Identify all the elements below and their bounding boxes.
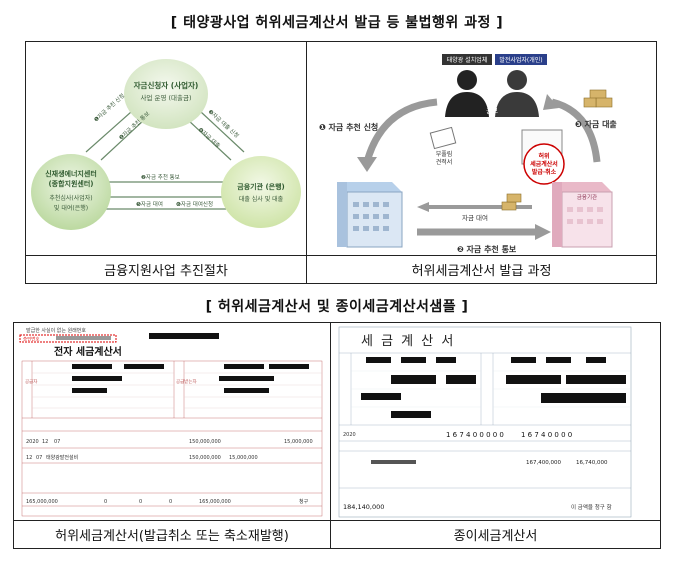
arrow-label-3: ❸자금 대출 신청 bbox=[207, 108, 241, 140]
left-node-line1: 신재생에너지센터 bbox=[45, 169, 97, 178]
svg-text:165,000,000: 165,000,000 bbox=[199, 499, 231, 505]
invoice-top-note: 발급한 사실이 없는 원래번호 bbox=[26, 327, 86, 334]
svg-text:공급받는자: 공급받는자 bbox=[176, 378, 198, 385]
paper-invoice-sample: 세 금 계 산 서 2020 1 6 7 4 0 0 0 0 0 1 6 7 bbox=[338, 326, 632, 518]
svg-text:태양광발전설비: 태양광발전설비 bbox=[46, 454, 78, 461]
arrow-label-4: ❹자금 대출 bbox=[197, 126, 222, 150]
label-generator bbox=[495, 54, 547, 65]
financial-support-flow-diagram: 자금신청자 (사업자) 사업 운영 (대출금) 신재생에너지센터 (종합지원센터… bbox=[31, 59, 301, 230]
person-icon-left bbox=[445, 70, 489, 117]
svg-text:150,000,000: 150,000,000 bbox=[189, 455, 221, 461]
svg-text:165,000,000: 165,000,000 bbox=[26, 499, 58, 505]
step2-label: ❷ 자금 추천 통보 bbox=[457, 244, 517, 254]
right-node-sub: 대출 심사 및 대출 bbox=[239, 195, 284, 203]
top-node-sub: 사업 운영 (대출금) bbox=[140, 93, 191, 102]
conspiracy-label: 공모 bbox=[486, 107, 498, 115]
paper-invoice-total: 184,140,000 bbox=[343, 503, 384, 511]
svg-text:15,000,000: 15,000,000 bbox=[229, 455, 258, 461]
svg-text:발급·취소: 발급·취소 bbox=[532, 168, 557, 176]
paper-invoice-caption: 종이세금계산서 bbox=[331, 520, 660, 548]
arrow-label-6: ❻자금 대여신청 bbox=[176, 200, 213, 208]
left-caption: 금융지원사업 추진절차 bbox=[26, 255, 306, 283]
svg-text:금융기관: 금융기관 bbox=[577, 193, 597, 201]
left-node-line4: 및 대여(은행) bbox=[54, 204, 88, 212]
svg-text:12: 12 bbox=[42, 439, 48, 445]
svg-text:15,000,000: 15,000,000 bbox=[284, 439, 313, 445]
svg-text:07: 07 bbox=[54, 439, 60, 445]
bank-building-icon: 금융기관 bbox=[552, 182, 613, 248]
svg-text:0: 0 bbox=[139, 499, 142, 505]
electronic-invoice-sample: 발급한 사실이 없는 원래번호 승인번호 전자 세금계산서 공급자 공급받는자 bbox=[18, 325, 326, 519]
svg-text:16,740,000: 16,740,000 bbox=[576, 460, 608, 466]
svg-text:이 금액을 청구 함: 이 금액을 청구 함 bbox=[571, 503, 612, 511]
process-figure-box: 자금신청자 (사업자) 사업 운영 (대출금) 신재생에너지센터 (종합지원센터… bbox=[25, 41, 657, 284]
svg-text:청구: 청구 bbox=[299, 499, 309, 505]
left-node-line3: 추천심사(사업자) bbox=[49, 194, 92, 202]
svg-text:07: 07 bbox=[36, 455, 42, 461]
fake-invoice-scheme-diagram: 태양광 설치업체 발전사업자(개인) 공모 ❶ 자금 추천 신청 ❷ 자금 추천… bbox=[319, 54, 617, 254]
energy-center-building-icon bbox=[337, 182, 403, 248]
svg-text:허위: 허위 bbox=[538, 152, 549, 160]
paper-invoice-heading: 세 금 계 산 서 bbox=[361, 334, 455, 349]
right-caption: 허위세금계산서 발급 과정 bbox=[307, 255, 656, 283]
arrow-label-5: ❺자금 대여 bbox=[136, 200, 163, 208]
left-node-line2: (종합지원센터) bbox=[48, 179, 93, 188]
svg-text:2020: 2020 bbox=[343, 432, 356, 438]
svg-text:부풀림: 부풀림 bbox=[436, 150, 453, 158]
svg-text:발전사업자(개인): 발전사업자(개인) bbox=[499, 56, 542, 64]
svg-text:세금계산서: 세금계산서 bbox=[530, 160, 558, 168]
label-installer bbox=[442, 54, 492, 65]
svg-text:1 6 7 4 0 0 0 0 0: 1 6 7 4 0 0 0 0 0 bbox=[446, 431, 504, 439]
right-node-title: 금융기관 (은행) bbox=[237, 182, 284, 191]
svg-text:150,000,000: 150,000,000 bbox=[189, 439, 221, 445]
svg-text:1 6 7 4 0 0 0 0: 1 6 7 4 0 0 0 0 bbox=[521, 431, 572, 439]
svg-text:태양광 설치업체: 태양광 설치업체 bbox=[447, 56, 488, 64]
svg-text:167,400,000: 167,400,000 bbox=[526, 460, 561, 466]
svg-text:2020: 2020 bbox=[26, 439, 39, 445]
invoice-sample-box: 발급한 사실이 없는 원래번호 승인번호 전자 세금계산서 공급자 공급받는자 bbox=[13, 322, 661, 549]
section1-title: [ 태양광사업 허위세금계산서 발급 등 불법행위 과정 ] bbox=[170, 15, 504, 31]
arrow-label-7: ❷자금 추천 통보 bbox=[141, 173, 180, 181]
top-node-title: 자금신청자 (사업자) bbox=[134, 80, 199, 90]
step1-label: ❶ 자금 추천 신청 bbox=[319, 122, 378, 132]
arrow-label-1: ❶자금 추천 신청 bbox=[92, 92, 126, 124]
section2-title: [ 허위세금계산서 및 종이세금계산서샘플 ] bbox=[205, 299, 469, 315]
step3-label: ❸ 자금 대출 bbox=[575, 119, 617, 129]
fake-invoice-caption: 허위세금계산서(발급취소 또는 축소재발행) bbox=[14, 520, 330, 548]
loan-label: 자금 대여 bbox=[462, 213, 488, 222]
money-icon bbox=[501, 89, 613, 211]
svg-text:승인번호: 승인번호 bbox=[23, 336, 40, 343]
svg-text:0: 0 bbox=[104, 499, 107, 505]
einvoice-heading: 전자 세금계산서 bbox=[54, 345, 122, 358]
svg-text:0: 0 bbox=[169, 499, 172, 505]
svg-text:견적서: 견적서 bbox=[436, 158, 453, 166]
svg-text:공급자: 공급자 bbox=[25, 378, 38, 385]
inflated-estimate-doc-icon bbox=[429, 126, 457, 150]
approval-number-box bbox=[19, 334, 117, 343]
svg-text:12: 12 bbox=[26, 455, 32, 461]
person-icon-right bbox=[495, 70, 539, 117]
